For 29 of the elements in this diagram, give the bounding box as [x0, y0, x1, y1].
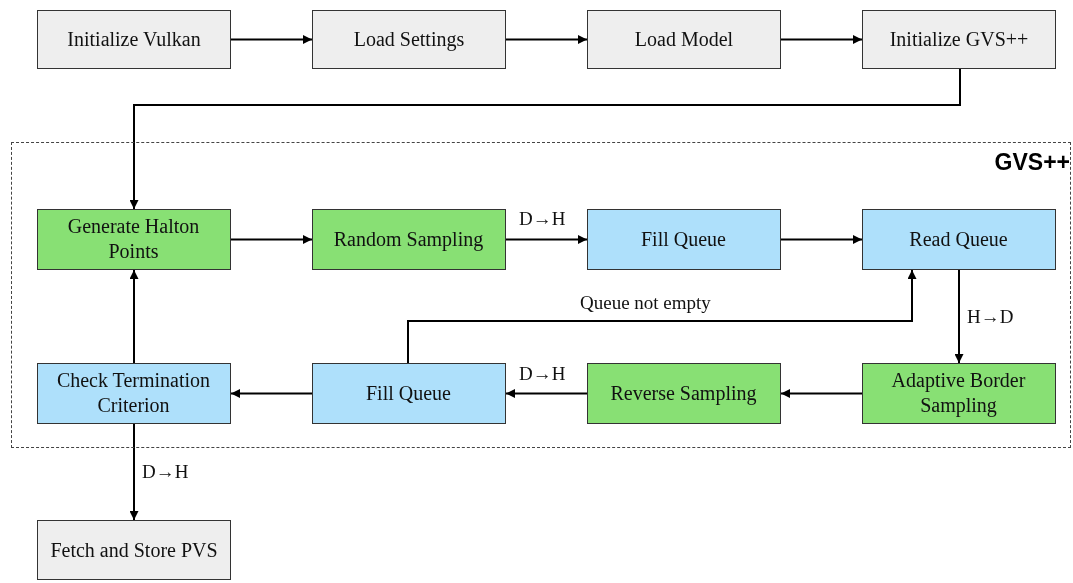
- process-box: Load Model: [587, 10, 781, 69]
- process-box: Load Settings: [312, 10, 506, 69]
- arrow: [407, 269, 917, 364]
- group-heading: GVS++: [994, 149, 1070, 176]
- arrow: [129, 269, 139, 364]
- arrow: [505, 235, 588, 244]
- process-box: Reverse Sampling: [586, 362, 781, 424]
- process-box: Read Queue: [861, 208, 1056, 270]
- arrow: [129, 68, 961, 210]
- process-box: Initialize Vulkan: [37, 10, 231, 69]
- process-box: Fetch and Store PVS: [37, 520, 231, 580]
- arrow: [780, 389, 863, 398]
- arrow: [780, 35, 863, 44]
- arrow: [230, 35, 313, 44]
- process-box: Initialize GVS++: [862, 10, 1056, 69]
- arrow: [129, 423, 139, 521]
- process-box: Check Termination Criterion: [36, 362, 231, 424]
- arrow: [954, 269, 964, 364]
- process-box: Generate Halton Points: [36, 208, 231, 270]
- arrow: [505, 35, 588, 44]
- process-box: Fill Queue: [311, 362, 506, 424]
- arrow: [230, 389, 313, 398]
- process-box: Fill Queue: [586, 208, 781, 270]
- arrow: [230, 235, 313, 244]
- arrow: [780, 235, 863, 244]
- arrow: [505, 389, 588, 398]
- process-box: Random Sampling: [311, 208, 506, 270]
- group-frame: [11, 142, 1071, 448]
- process-box: Adaptive Border Sampling: [861, 362, 1056, 424]
